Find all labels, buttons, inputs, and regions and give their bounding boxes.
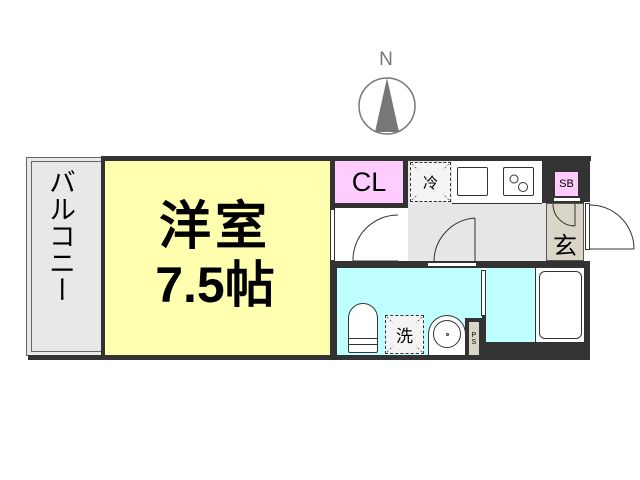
washroom-door-swing-icon (433, 217, 476, 263)
outer-wall-right-upper (584, 156, 590, 202)
partition-wall-west-lower (330, 261, 337, 355)
outer-wall-right-lower (584, 262, 590, 360)
shower-area (486, 268, 536, 342)
sink-icon (457, 167, 488, 196)
fridge-label: 冷 (422, 173, 438, 192)
wash-basin-icon (428, 315, 466, 355)
balcony: バルコニー (26, 157, 102, 356)
bathroom-wall-left (482, 316, 486, 360)
pipe-space-label: PS (470, 332, 478, 346)
entrance-label: 玄 (553, 231, 577, 260)
toilet-icon (348, 303, 378, 353)
partition-wall-west (330, 161, 335, 209)
bathtub-icon (539, 271, 582, 339)
western-room-door-swing-icon (352, 214, 399, 262)
washer-space: 洗 (385, 315, 424, 354)
bathtub (537, 268, 584, 342)
closet-label: CL (351, 166, 387, 197)
western-room-name: 洋室 (158, 196, 271, 257)
outer-wall-left (101, 156, 105, 360)
front-door-frame[interactable] (585, 203, 590, 250)
outer-wall-top (101, 156, 591, 161)
shoe-box: SB (555, 172, 578, 196)
entrance: 玄 (546, 203, 584, 261)
balcony-label: バルコニー (44, 168, 75, 303)
western-room-size: 7.5帖 (155, 257, 275, 313)
western-room: 洋室 7.5帖 (105, 161, 332, 355)
western-room-door-frame[interactable] (330, 209, 335, 261)
shoe-box-label: SB (559, 178, 574, 190)
washer-label: 洗 (396, 327, 413, 347)
closet-wall-right (403, 161, 408, 208)
shoe-box-shelf (553, 197, 581, 202)
washroom-door-frame[interactable] (427, 262, 477, 267)
closet-wall-bottom (330, 203, 407, 208)
fridge-space: 冷 (410, 162, 451, 202)
stove-icon (503, 167, 534, 196)
pipe-space: PS (469, 322, 479, 355)
north-arrow-icon (358, 77, 416, 135)
closet: CL (335, 161, 403, 203)
compass-north-label: N (379, 49, 393, 70)
bathroom-wall-bottom (486, 342, 584, 356)
bathroom-door-frame[interactable] (481, 270, 486, 316)
kitchen-counter (452, 161, 542, 204)
outer-wall-bottom (28, 355, 590, 360)
front-door-swing-icon (589, 204, 635, 250)
